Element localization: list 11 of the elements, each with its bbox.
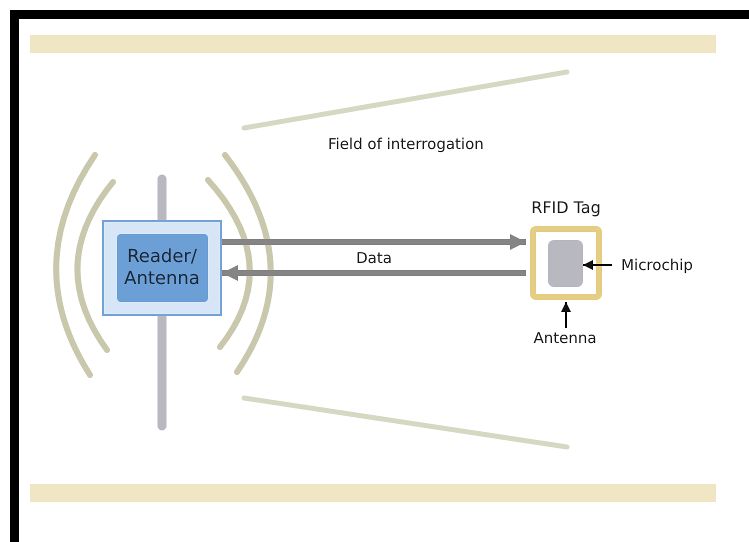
reader-device (102, 220, 222, 316)
data-arrow (222, 265, 526, 281)
microchip (548, 240, 583, 287)
data-arrow (222, 234, 526, 250)
leader-arrow (561, 302, 571, 328)
leader-arrow (583, 260, 612, 270)
tag-title: RFID Tag (530, 198, 602, 218)
callout-text: Antenna (520, 328, 610, 348)
field-label: Field of interrogation (328, 134, 484, 154)
callout-text: Microchip (612, 255, 702, 275)
device-label: Reader/ Antenna (123, 246, 201, 290)
